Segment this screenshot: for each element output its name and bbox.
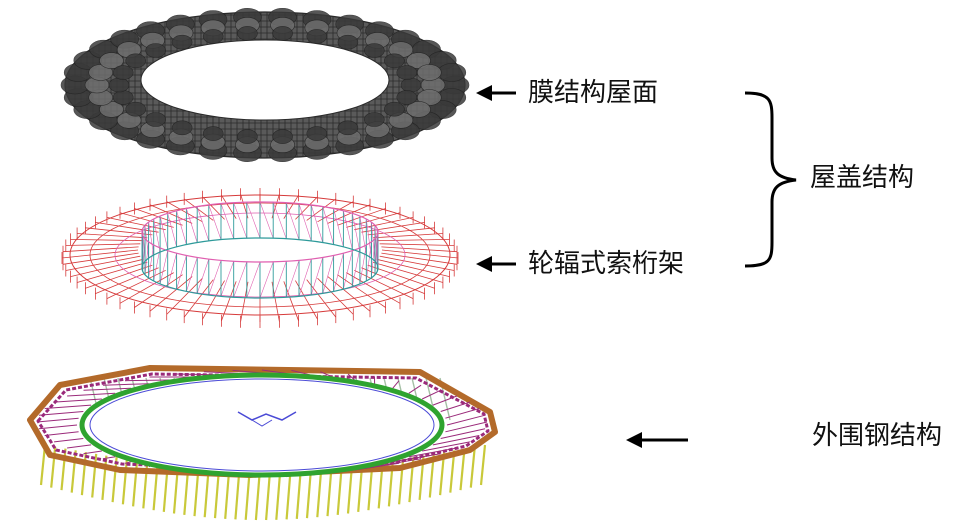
truss-spokes [61, 188, 459, 328]
roof-structure-label: 屋盖结构 [810, 163, 915, 193]
membrane-roof-graphic [60, 7, 470, 162]
arrow-left-icon [626, 432, 688, 448]
outer-steel-graphic [27, 365, 498, 521]
right-curly-brace-icon [744, 91, 797, 268]
outer-steel-label: 外围钢结构 [812, 421, 943, 451]
spoke-truss-graphic [61, 188, 459, 328]
arrow-left-icon [476, 256, 516, 272]
center-mark [237, 411, 297, 421]
arrow-left-icon [476, 85, 516, 101]
truss-inner-wall [141, 201, 379, 299]
membrane-roof-label: 膜结构屋面 [528, 78, 659, 108]
membrane-scallops [60, 7, 470, 162]
spoke-truss-label: 轮辐式索桁架 [528, 249, 685, 279]
